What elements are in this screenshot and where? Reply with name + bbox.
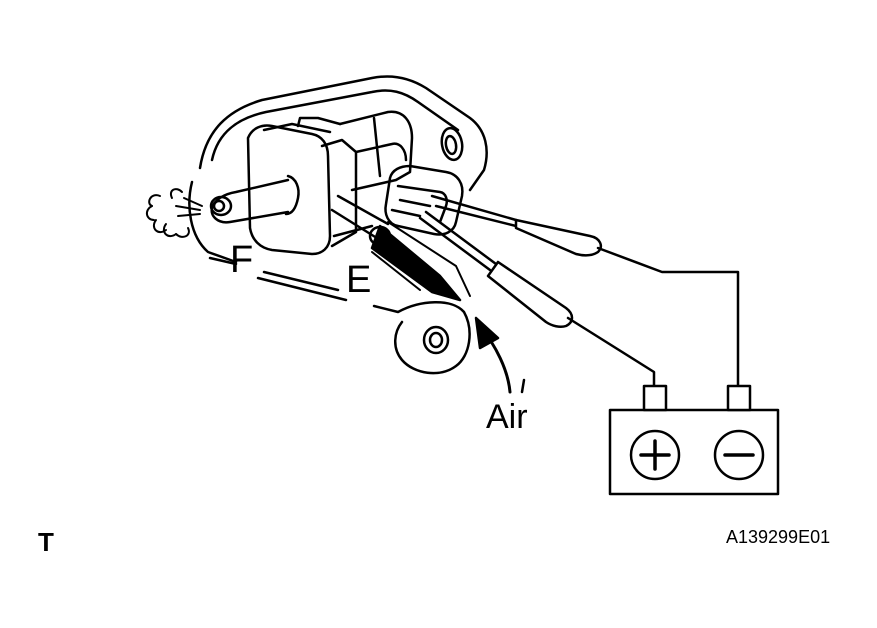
port-e-label: E bbox=[346, 259, 371, 301]
f-leader-line bbox=[262, 270, 340, 292]
bracket-edge-line bbox=[208, 256, 238, 266]
mounting-bracket bbox=[188, 75, 488, 375]
battery bbox=[608, 384, 780, 496]
figure-code: A139299E01 bbox=[726, 527, 830, 547]
test-leads bbox=[418, 194, 740, 388]
air-label: Air bbox=[486, 398, 528, 436]
vsv-body bbox=[209, 110, 464, 256]
air-puff bbox=[146, 188, 203, 238]
port-f-label: F bbox=[230, 239, 253, 281]
air-arrow bbox=[474, 316, 526, 394]
air-blast bbox=[370, 221, 471, 302]
corner-mark: T bbox=[38, 527, 54, 557]
